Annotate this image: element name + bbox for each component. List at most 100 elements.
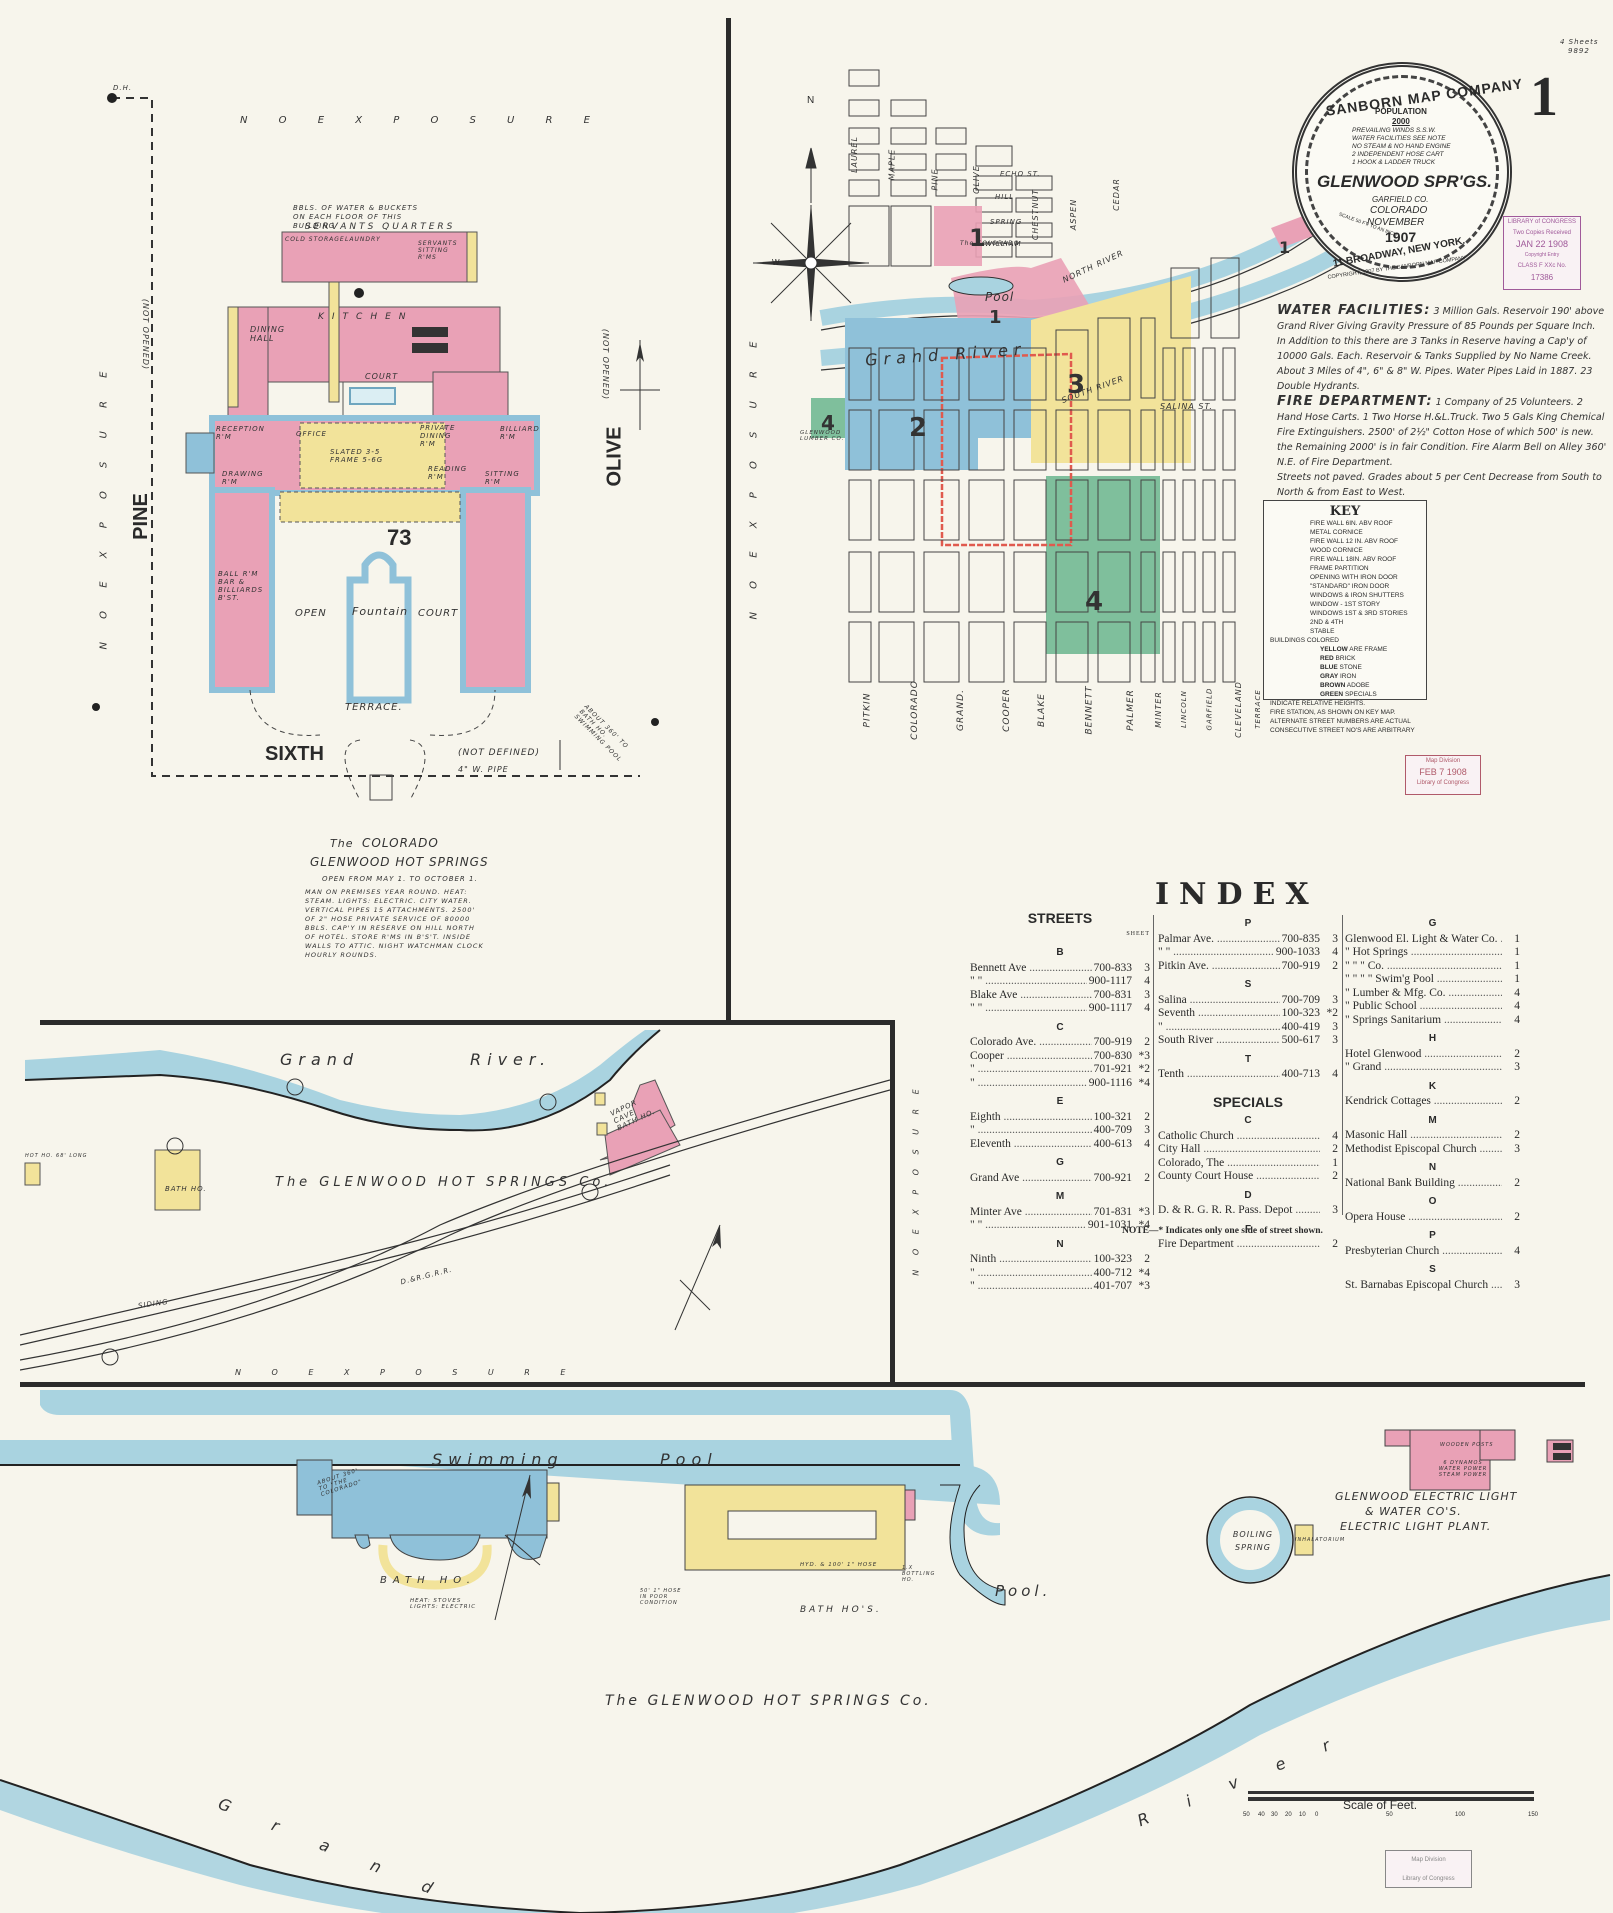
street-laurel: LAUREL (849, 136, 859, 173)
street-cedar: CEDAR (1111, 178, 1121, 211)
index-letter: M (1055, 1191, 1065, 1202)
index-column-divider-2 (1342, 915, 1343, 1215)
map-division-stamp: Map Division FEB 7 1908 Library of Congr… (1405, 755, 1481, 795)
index-row: Kendrick Cottages2 (1345, 1095, 1520, 1109)
index-row: Minter Ave701-831*3 (970, 1206, 1150, 1220)
room-servants-sitting: SERVANTS SITTING R'MS (418, 240, 458, 261)
index-row: " Springs Sanitarium4 (1345, 1014, 1520, 1028)
seal-details: PREVAILING WINDS S.S.W. WATER FACILITIES… (1352, 127, 1451, 166)
street-blake: BLAKE (1036, 693, 1047, 727)
middle-river-grand: Grand (280, 1050, 360, 1069)
hot-house-label: HOT HO. 68' LONG (25, 1153, 88, 1159)
index-letter: G (1428, 918, 1437, 929)
index-row: Fire Department2 (1158, 1238, 1338, 1252)
index-row: Opera House2 (1345, 1211, 1520, 1225)
scale-label: Scale of Feet. (1343, 1798, 1418, 1812)
hotel-plan-drawing (92, 93, 660, 801)
inhalatorium-label: INHALATORIUM (1295, 1537, 1346, 1543)
index-row: " Lumber & Mfg. Co.4 (1345, 987, 1520, 1001)
street-cooper: COOPER (1001, 688, 1012, 732)
room-private-dining: PRIVATE DINING R'M (420, 424, 456, 448)
scale-ticks: 50 40 30 20 10 0 50 100 150 (1243, 1812, 1539, 1818)
street-pine: PINE (930, 168, 940, 191)
hydrant-label: HYD. & 100' 1" HOSE (800, 1562, 878, 1568)
index-letter: D (1244, 1189, 1252, 1201)
seal-month: NOVEMBER (1367, 217, 1425, 228)
index-letter: H (1428, 1033, 1437, 1044)
street-minter: MINTER (1153, 691, 1163, 728)
svg-text:4: 4 (1085, 587, 1103, 617)
bbls-note: BBLS. OF WATER & BUCKETS ON EACH FLOOR O… (293, 204, 419, 230)
map-division-bottom-stamp: Map Division Library of Congress (1385, 1850, 1472, 1888)
svg-text:1: 1 (969, 224, 986, 252)
seal-population: 2000 (1392, 117, 1410, 126)
index-note: NOTE—* Indicates only one side of street… (1122, 1226, 1323, 1236)
divider-vertical-middle (890, 1020, 895, 1385)
street-hill: HILL (995, 193, 1015, 201)
street-bennett: BENNETT (1084, 685, 1095, 735)
svg-text:1: 1 (989, 307, 1002, 328)
middle-no-exposure-right: N O E X P O S U R E (911, 1083, 921, 1276)
index-row: Colorado, The1 (1158, 1157, 1338, 1171)
dynamos-label: 6 DYNAMOS WATER POWER STEAM POWER (1438, 1460, 1488, 1478)
room-billiard: BILLIARD R'M (500, 425, 540, 441)
map-key: KEY FIRE WALL 6IN. ABV ROOF METAL CORNIC… (1263, 500, 1427, 734)
street-pitkin: PITKIN (862, 692, 873, 728)
bath-house-label: BATH HO. (380, 1575, 476, 1586)
bottling-label: 1.X BOTTLING HO. (902, 1565, 936, 1583)
divider-horizontal-middle (40, 1020, 895, 1025)
key-title: KEY (1329, 504, 1361, 519)
middle-river-river: River. (470, 1050, 552, 1069)
room-cold-storage: COLD STORAGE (285, 236, 345, 243)
index-letter: C (1056, 1021, 1064, 1033)
electric-plant-line2: & WATER CO'S. (1365, 1505, 1462, 1518)
index-letter: S (1244, 979, 1252, 990)
index-row: " " " " Swim'g Pool1 (1345, 973, 1520, 987)
middle-panel-drawing (20, 1029, 890, 1371)
no-exposure-top: N O E X P O S U R E (240, 115, 604, 126)
street-palmer: PALMER (1125, 689, 1136, 731)
street-garfield: GARFIELD (1205, 687, 1214, 731)
no-exposure-left: N O E X P O S U R E (98, 361, 110, 650)
pool-right-label: Pool. (995, 1582, 1052, 1600)
middle-no-exposure-bottom: N O E X P O S U R E (235, 1368, 580, 1377)
room-ball: BALL R'M BAR & BILLIARDS B'ST. (218, 570, 264, 602)
sheet-number: 1 (1530, 66, 1558, 128)
terrace-label: TERRACE. (345, 702, 403, 713)
street-label-olive: OLIVE (603, 426, 626, 487)
street-terrace: TERRACE (1253, 689, 1262, 729)
room-laundry: LAUNDRY (345, 236, 381, 243)
room-dining-hall: DINING HALL (250, 325, 286, 343)
index-row: D. & R. G. R. R. Pass. Depot3 (1158, 1204, 1338, 1218)
middle-bath-label: BATH HO. (165, 1185, 207, 1193)
index-letter: S (1429, 1264, 1436, 1275)
index-letter: P (1244, 918, 1252, 929)
not-opened-left: (NOT OPENED) (141, 298, 151, 371)
index-row: Hotel Glenwood2 (1345, 1048, 1520, 1062)
sheets-id: 9892 (1568, 47, 1590, 55)
street-salina: SALINA ST. (1160, 402, 1213, 411)
seal-state: COLORADO (1370, 205, 1428, 216)
index-letter: O (1428, 1196, 1437, 1207)
room-drawing: DRAWING R'M (222, 470, 264, 486)
wooden-posts-label: WOODEN POSTS (1440, 1442, 1494, 1448)
block-number: 73 (387, 525, 412, 550)
swimming-label: Swimming (432, 1450, 564, 1469)
index-row: "401-707*3 (970, 1280, 1150, 1294)
index-row: "900-1116*4 (970, 1077, 1150, 1091)
sheets-count: 4 Sheets (1560, 38, 1599, 46)
electric-plant-line3: ELECTRIC LIGHT PLANT. (1340, 1520, 1492, 1533)
middle-company-label: The GLENWOOD HOT SPRINGS Co. (275, 1175, 613, 1190)
slated-label: SLATED 3-5 FRAME 5-6G (330, 448, 384, 464)
